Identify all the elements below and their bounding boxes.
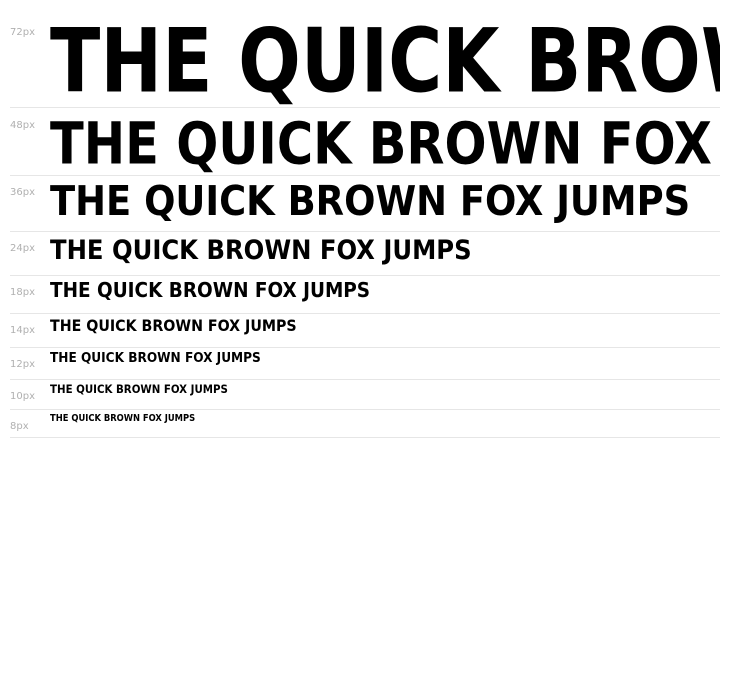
sample-text: THE QUICK BROWN FOX JUMPS bbox=[50, 382, 228, 396]
size-label: 14px bbox=[10, 325, 35, 336]
sample-text: THE QUICK BROWN FOX JUMPS bbox=[50, 235, 472, 266]
size-label: 48px bbox=[10, 120, 35, 131]
sample-text: THE QUICK BROWN FOX JUMPS bbox=[50, 109, 720, 176]
sample-text: THE QUICK BROWN FOX JUMPS bbox=[50, 316, 297, 335]
size-label: 8px bbox=[10, 421, 29, 432]
sample-text: THE QUICK BROWN FOX JUMPS bbox=[50, 10, 720, 108]
size-label: 18px bbox=[10, 287, 35, 298]
size-row-8: 8px THE QUICK BROWN FOX JUMPS bbox=[10, 410, 720, 438]
size-label: 12px bbox=[10, 359, 35, 370]
size-row-14: 14px THE QUICK BROWN FOX JUMPS bbox=[10, 314, 720, 348]
sample-text: THE QUICK BROWN FOX JUMPS bbox=[50, 350, 261, 366]
sample-text: THE QUICK BROWN FOX JUMPS bbox=[50, 177, 691, 225]
size-row-48: 48px THE QUICK BROWN FOX JUMPS bbox=[10, 108, 720, 176]
size-label: 24px bbox=[10, 243, 35, 254]
size-label: 72px bbox=[10, 27, 35, 38]
size-row-36: 36px THE QUICK BROWN FOX JUMPS bbox=[10, 176, 720, 232]
size-label: 36px bbox=[10, 187, 35, 198]
size-row-18: 18px THE QUICK BROWN FOX JUMPS bbox=[10, 276, 720, 314]
size-row-10: 10px THE QUICK BROWN FOX JUMPS bbox=[10, 380, 720, 410]
size-label: 10px bbox=[10, 391, 35, 402]
size-row-72: 72px THE QUICK BROWN FOX JUMPS bbox=[10, 0, 720, 108]
sample-text: THE QUICK BROWN FOX JUMPS bbox=[50, 278, 371, 302]
size-row-12: 12px THE QUICK BROWN FOX JUMPS bbox=[10, 348, 720, 380]
size-row-24: 24px THE QUICK BROWN FOX JUMPS bbox=[10, 232, 720, 276]
font-waterfall-preview: 72px THE QUICK BROWN FOX JUMPS 48px THE … bbox=[10, 0, 720, 438]
sample-text: THE QUICK BROWN FOX JUMPS bbox=[50, 413, 196, 424]
